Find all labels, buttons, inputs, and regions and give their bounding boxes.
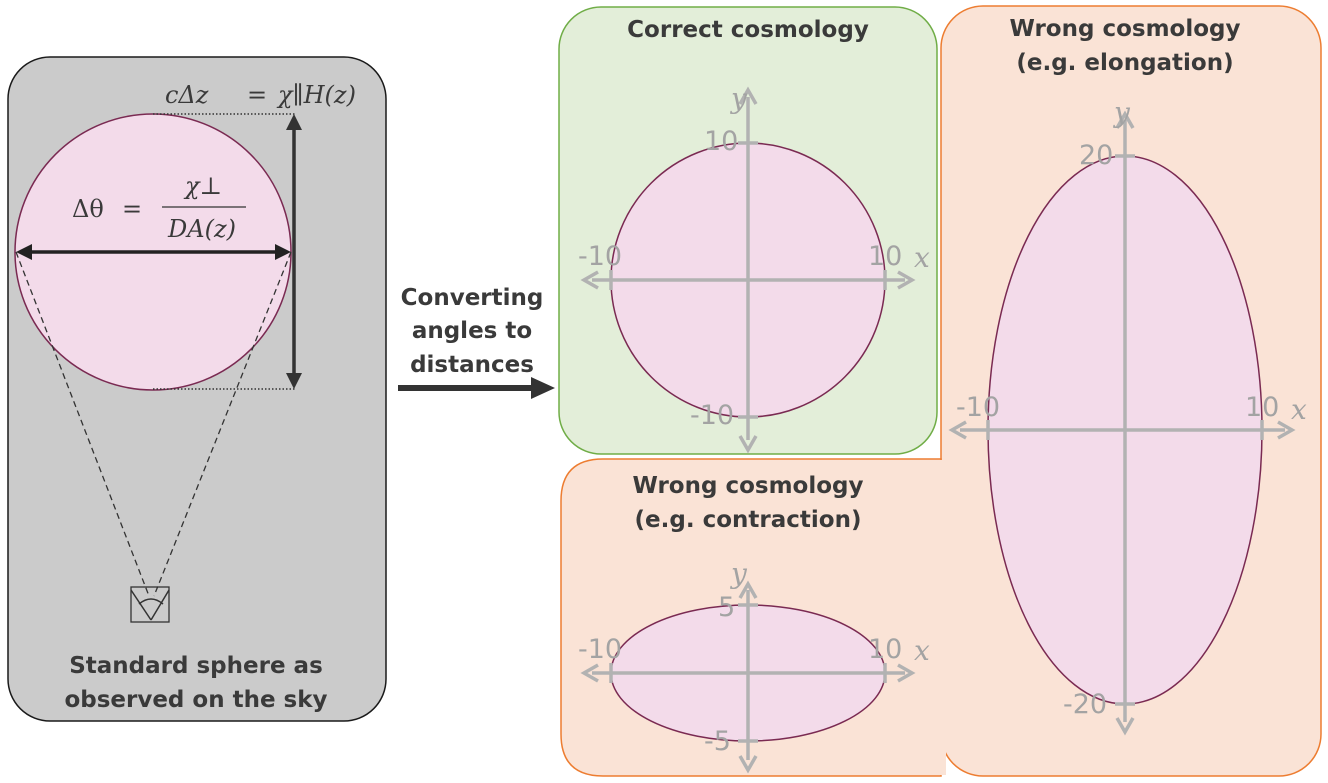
elongation-tick-xmax: 10: [1245, 392, 1279, 423]
correct-tick-ymax: 10: [704, 126, 738, 157]
contraction-tick-ymax: 5: [718, 592, 735, 623]
angle-eq-lhs: Δθ: [72, 195, 104, 223]
elongation-tick-ymin: -20: [1063, 689, 1107, 720]
correct-y-var: y: [729, 82, 748, 115]
elongation-tick-ymax: 20: [1079, 140, 1113, 171]
elongation-title-line1: Wrong cosmology: [1010, 16, 1241, 42]
contraction-tick-xmax: 10: [868, 634, 902, 665]
correct-title: Correct cosmology: [627, 17, 869, 43]
angle-eq-denominator: DA(z): [167, 215, 236, 243]
correct-tick-xmin: -10: [578, 241, 622, 272]
angle-eq-equals: =: [122, 195, 142, 223]
arrow-label-line2: angles to: [412, 318, 532, 344]
contraction-axes: [580, 580, 916, 774]
eye-icon: [130, 586, 170, 623]
sight-line-left: [15, 251, 150, 597]
arrow-label-line3: distances: [410, 352, 534, 378]
sky-caption-line1: Standard sphere as: [69, 653, 323, 679]
contraction-tick-xmin: -10: [578, 634, 622, 665]
elongation-x-var: x: [1291, 393, 1307, 426]
sky-caption-line2: observed on the sky: [64, 687, 327, 713]
correct-tick-ymin: -10: [690, 400, 734, 431]
sight-line-right: [153, 251, 292, 597]
angular-arrow-head-right: [275, 244, 291, 260]
elongation-y-var: y: [1112, 96, 1131, 129]
elongation-axes: [948, 110, 1296, 736]
correct-x-var: x: [914, 241, 930, 274]
contraction-title-line1: Wrong cosmology: [633, 473, 864, 499]
radial-eq-lhs: cΔz: [165, 81, 209, 109]
contraction-title-line2: (e.g. contraction): [635, 507, 862, 533]
correct-axes: [580, 86, 916, 454]
arrow-label-line1: Converting: [401, 285, 544, 311]
radial-eq-rhs: χ∥H(z): [276, 81, 356, 109]
contraction-x-var: x: [914, 634, 930, 667]
elongation-title-line2: (e.g. elongation): [1016, 50, 1233, 76]
radial-arrow-head-bottom: [286, 373, 302, 389]
contraction-tick-ymin: -5: [704, 726, 731, 757]
radial-arrow-head-top: [286, 114, 302, 130]
radial-eq-equals: =: [247, 81, 267, 109]
contraction-y-var: y: [729, 557, 748, 590]
conversion-arrow-head: [531, 377, 555, 399]
correct-tick-xmax: 10: [868, 241, 902, 272]
elongation-tick-xmin: -10: [956, 392, 1000, 423]
angle-eq-numerator: χ⊥: [183, 172, 222, 200]
angular-arrow-head-left: [16, 244, 32, 260]
